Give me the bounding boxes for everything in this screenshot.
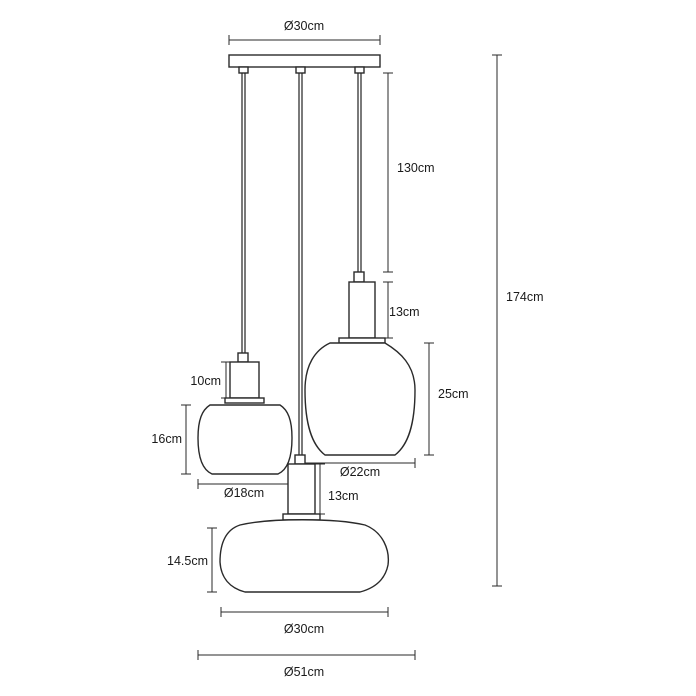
bottom-holder-height-label: 13cm	[328, 489, 359, 503]
bottom-holder-height-dimension	[315, 463, 325, 515]
canopy-diameter-label: Ø30cm	[284, 19, 324, 33]
overall-diameter-dimension	[197, 650, 416, 660]
right-shade-height-label: 25cm	[438, 387, 469, 401]
right-shade-height-dimension	[424, 342, 434, 456]
bottom-shade-height-label: 14.5cm	[167, 554, 208, 568]
bottom-pendant	[219, 454, 390, 593]
right-shade-diameter-label: Ø22cm	[340, 465, 380, 479]
left-pendant	[197, 352, 293, 475]
left-holder-height-label: 10cm	[190, 374, 221, 388]
cord-length-dimension	[383, 72, 393, 273]
cord-length-label: 130cm	[397, 161, 435, 175]
right-pendant	[304, 271, 416, 456]
canopy	[228, 54, 381, 74]
total-height-label: 174cm	[506, 290, 544, 304]
overall-diameter-label: Ø51cm	[284, 665, 324, 679]
bottom-shade-diameter-dimension	[220, 607, 389, 617]
bottom-shade-height-dimension	[207, 527, 217, 593]
left-shade-height-label: 16cm	[151, 432, 182, 446]
right-holder-height-label: 13cm	[389, 305, 420, 319]
canopy-diameter-dimension	[228, 35, 381, 45]
left-shade-height-dimension	[181, 404, 191, 475]
bottom-shade-diameter-label: Ø30cm	[284, 622, 324, 636]
total-height-dimension	[492, 54, 502, 587]
cords	[241, 73, 362, 455]
left-shade-diameter-label: Ø18cm	[224, 486, 264, 500]
left-holder-height-dimension	[221, 361, 231, 399]
right-holder-height-dimension	[383, 281, 393, 339]
